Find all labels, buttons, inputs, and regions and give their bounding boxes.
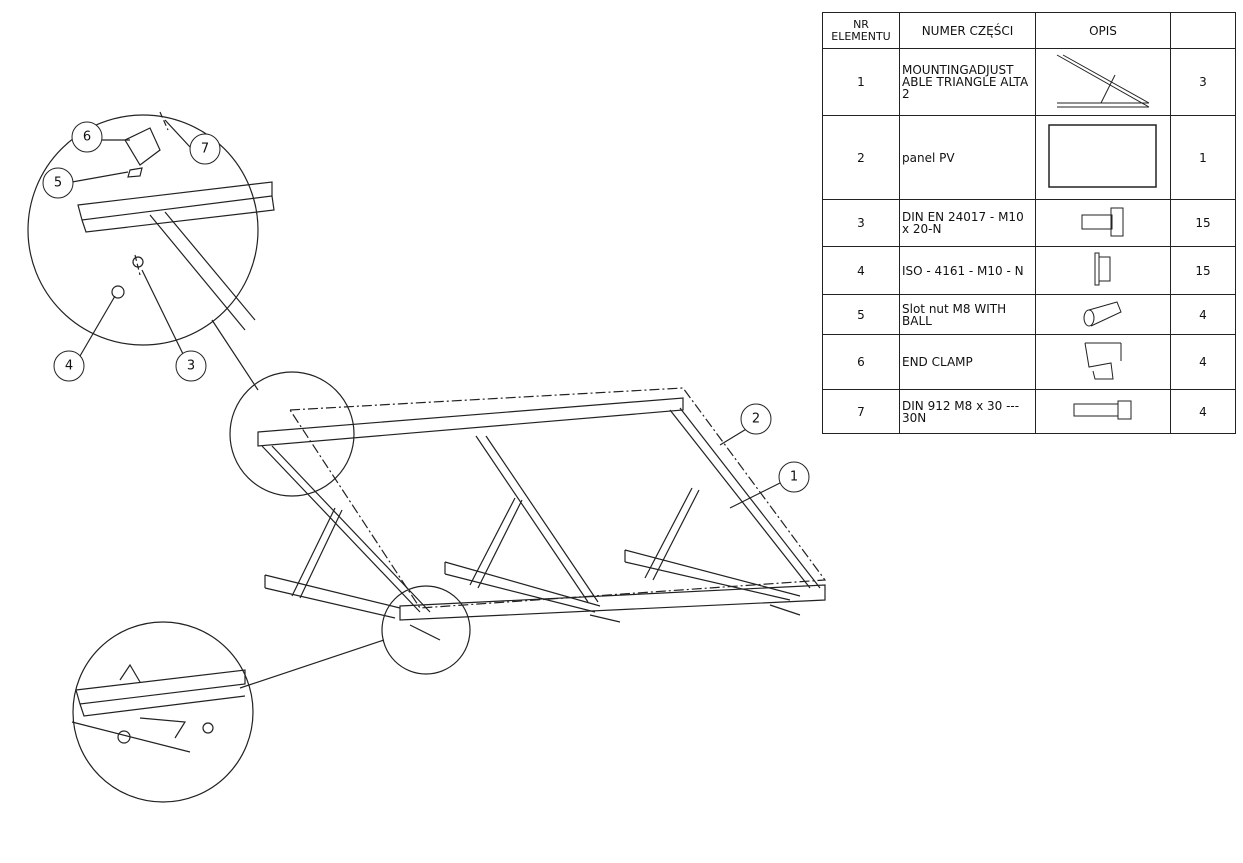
detail-circle-small-bottom <box>381 585 471 675</box>
row-nr: 3 <box>822 199 900 247</box>
row-nr: 6 <box>822 334 900 390</box>
header-part: NUMER CZĘŚCI <box>899 12 1036 49</box>
bill-of-materials: NR ELEMENTU NUMER CZĘŚCI OPIS 1 MOUNTING… <box>822 12 1236 434</box>
row-part: MOUNTINGADJUST ABLE TRIANGLE ALTA 2 <box>899 48 1036 116</box>
header-qty <box>1170 12 1236 49</box>
socket-screw-icon <box>1035 389 1171 434</box>
detail-bottom-contents <box>71 663 246 753</box>
balloon-7: 7 <box>189 133 221 165</box>
balloon-6: 6 <box>71 121 103 153</box>
svg-text:7: 7 <box>201 142 209 157</box>
pv-panel-outline <box>288 387 827 609</box>
balloon-5: 5 <box>42 167 74 199</box>
header-desc: OPIS <box>1035 12 1171 49</box>
row-part: panel PV <box>899 115 1036 200</box>
balloon-1: 1 <box>778 461 810 493</box>
balloon-2: 2 <box>740 403 772 435</box>
table-row: 4 ISO - 4161 - M10 - N 15 <box>822 246 1236 295</box>
row-qty: 3 <box>1170 48 1236 116</box>
row-qty: 15 <box>1170 199 1236 247</box>
triangle-frame-icon <box>1035 48 1171 116</box>
row-part: END CLAMP <box>899 334 1036 390</box>
detail-leader-lines <box>211 319 385 689</box>
header-nr: NR ELEMENTU <box>822 12 900 49</box>
row-nr: 1 <box>822 48 900 116</box>
svg-text:6: 6 <box>83 130 91 145</box>
row-part: DIN 912 M8 x 30 --- 30N <box>899 389 1036 434</box>
table-row: 1 MOUNTINGADJUST ABLE TRIANGLE ALTA 2 3 <box>822 48 1236 116</box>
svg-text:5: 5 <box>54 176 62 191</box>
detail-circle-small-top <box>229 371 355 497</box>
mounting-frame <box>257 397 826 641</box>
leader-lines <box>71 119 783 509</box>
row-nr: 5 <box>822 294 900 335</box>
detail-circle-bottom <box>72 621 254 803</box>
svg-text:3: 3 <box>187 359 195 374</box>
table-row: 2 panel PV 1 <box>822 115 1236 200</box>
row-nr: 4 <box>822 246 900 295</box>
row-part: DIN EN 24017 - M10 x 20-N <box>899 199 1036 247</box>
row-nr: 7 <box>822 389 900 434</box>
svg-text:4: 4 <box>65 359 73 374</box>
bom-header-row: NR ELEMENTU NUMER CZĘŚCI OPIS <box>822 12 1236 49</box>
slot-nut-icon <box>1035 294 1171 335</box>
svg-text:1: 1 <box>790 470 798 485</box>
pv-panel-icon <box>1035 115 1171 200</box>
row-qty: 4 <box>1170 294 1236 335</box>
table-row: 5 Slot nut M8 WITH BALL 4 <box>822 294 1236 335</box>
detail-circle-top <box>27 114 259 346</box>
hex-bolt-icon <box>1035 199 1171 247</box>
table-row: 6 END CLAMP 4 <box>822 334 1236 390</box>
balloon-4: 4 <box>53 350 85 382</box>
row-qty: 4 <box>1170 334 1236 390</box>
row-qty: 4 <box>1170 389 1236 434</box>
end-clamp-icon <box>1035 334 1171 390</box>
row-part: ISO - 4161 - M10 - N <box>899 246 1036 295</box>
detail-top-rail <box>77 111 275 331</box>
table-row: 3 DIN EN 24017 - M10 x 20-N 15 <box>822 199 1236 247</box>
balloon-3: 3 <box>175 350 207 382</box>
row-qty: 15 <box>1170 246 1236 295</box>
flange-nut-icon <box>1035 246 1171 295</box>
table-row: 7 DIN 912 M8 x 30 --- 30N 4 <box>822 389 1236 434</box>
row-part: Slot nut M8 WITH BALL <box>899 294 1036 335</box>
row-nr: 2 <box>822 115 900 200</box>
row-qty: 1 <box>1170 115 1236 200</box>
svg-text:2: 2 <box>752 412 760 427</box>
